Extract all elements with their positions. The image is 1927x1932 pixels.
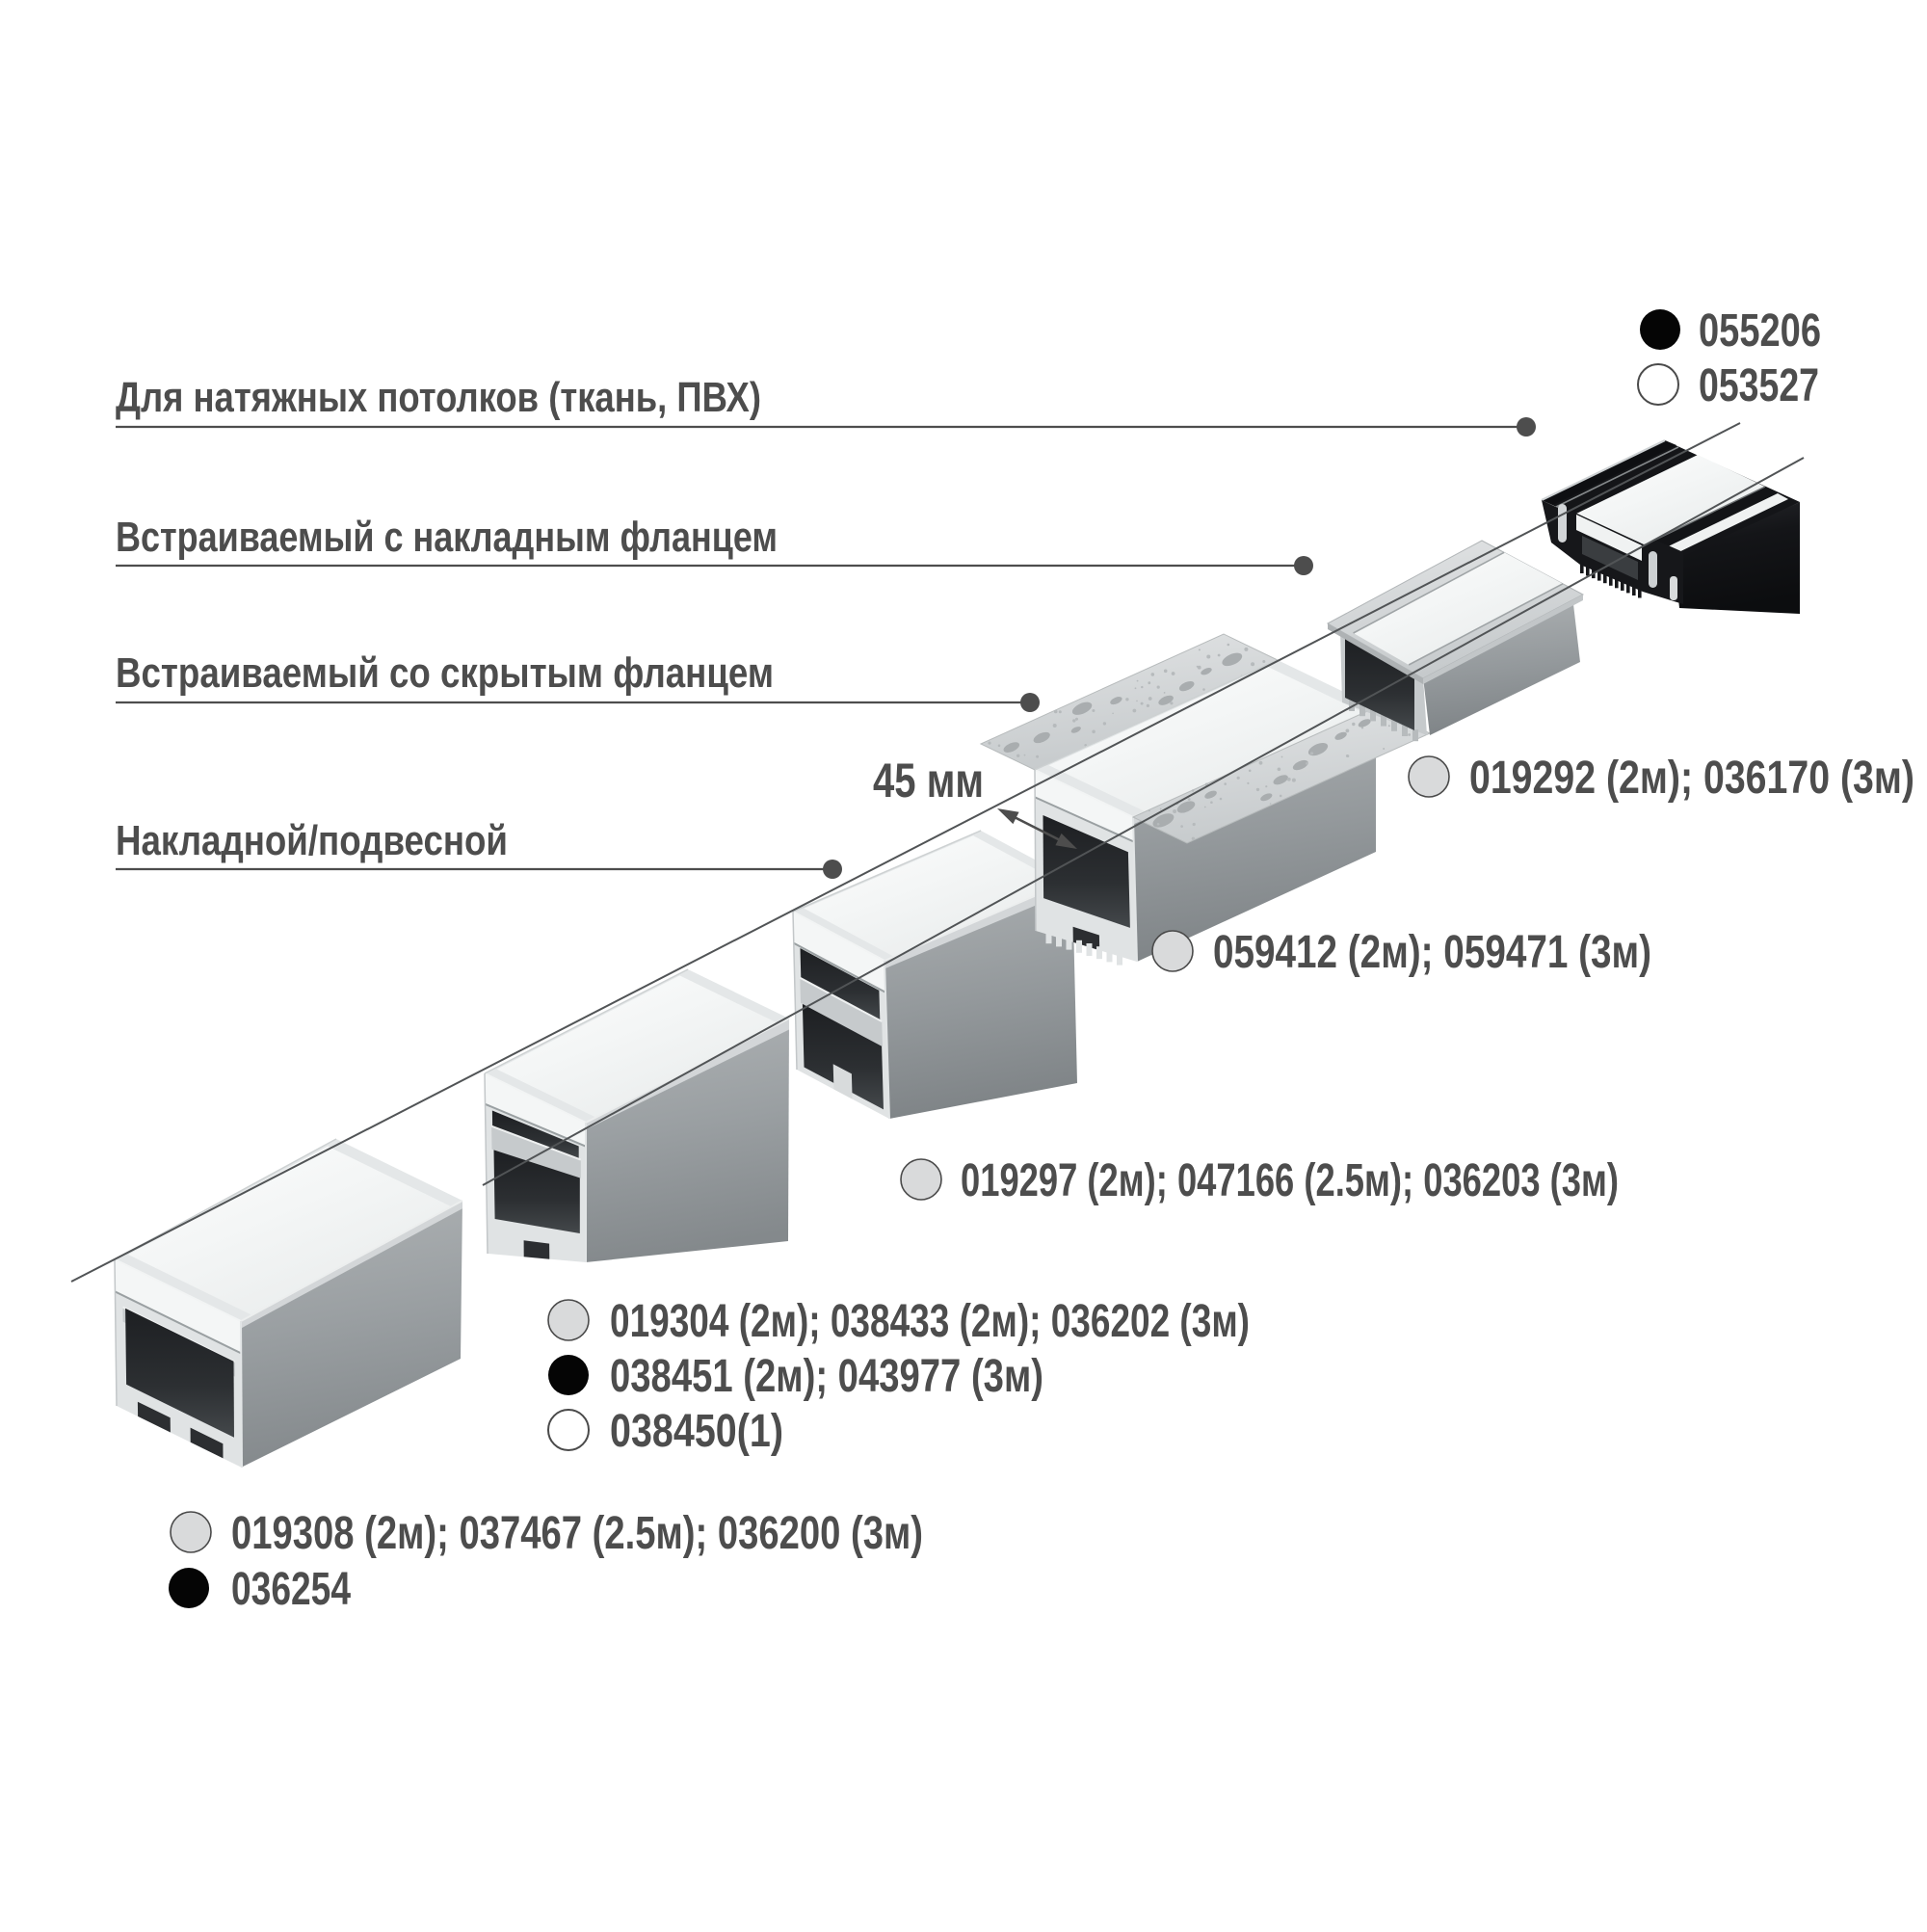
svg-text:053527: 053527 (1699, 360, 1819, 411)
svg-text:038450(1): 038450(1) (610, 1406, 783, 1457)
svg-text:019308 (2м); 037467 (2.5м); 03: 019308 (2м); 037467 (2.5м); 036200 (3м) (231, 1508, 923, 1559)
svg-text:Встраиваемый со скрытым фланце: Встраиваемый со скрытым фланцем (116, 649, 774, 697)
svg-text:Встраиваемый с накладным фланц: Встраиваемый с накладным фланцем (116, 514, 778, 561)
svg-text:055206: 055206 (1699, 305, 1821, 357)
svg-text:036254: 036254 (231, 1564, 351, 1615)
svg-text:019304 (2м); 038433 (2м); 0362: 019304 (2м); 038433 (2м); 036202 (3м) (610, 1296, 1250, 1347)
svg-text:059412 (2м); 059471 (3м): 059412 (2м); 059471 (3м) (1213, 927, 1651, 978)
svg-text:Для натяжных потолков (ткань,: Для натяжных потолков (ткань, ПВХ) (116, 374, 761, 421)
svg-text:038451 (2м); 043977 (3м): 038451 (2м); 043977 (3м) (610, 1351, 1043, 1402)
svg-text:019297 (2м); 047166 (2.5м); 03: 019297 (2м); 047166 (2.5м); 036203 (3м) (961, 1155, 1619, 1206)
svg-text:45 мм: 45 мм (873, 754, 984, 807)
svg-text:019292 (2м); 036170 (3м): 019292 (2м); 036170 (3м) (1469, 753, 1914, 804)
svg-text:Накладной/подвесной: Накладной/подвесной (116, 817, 508, 864)
